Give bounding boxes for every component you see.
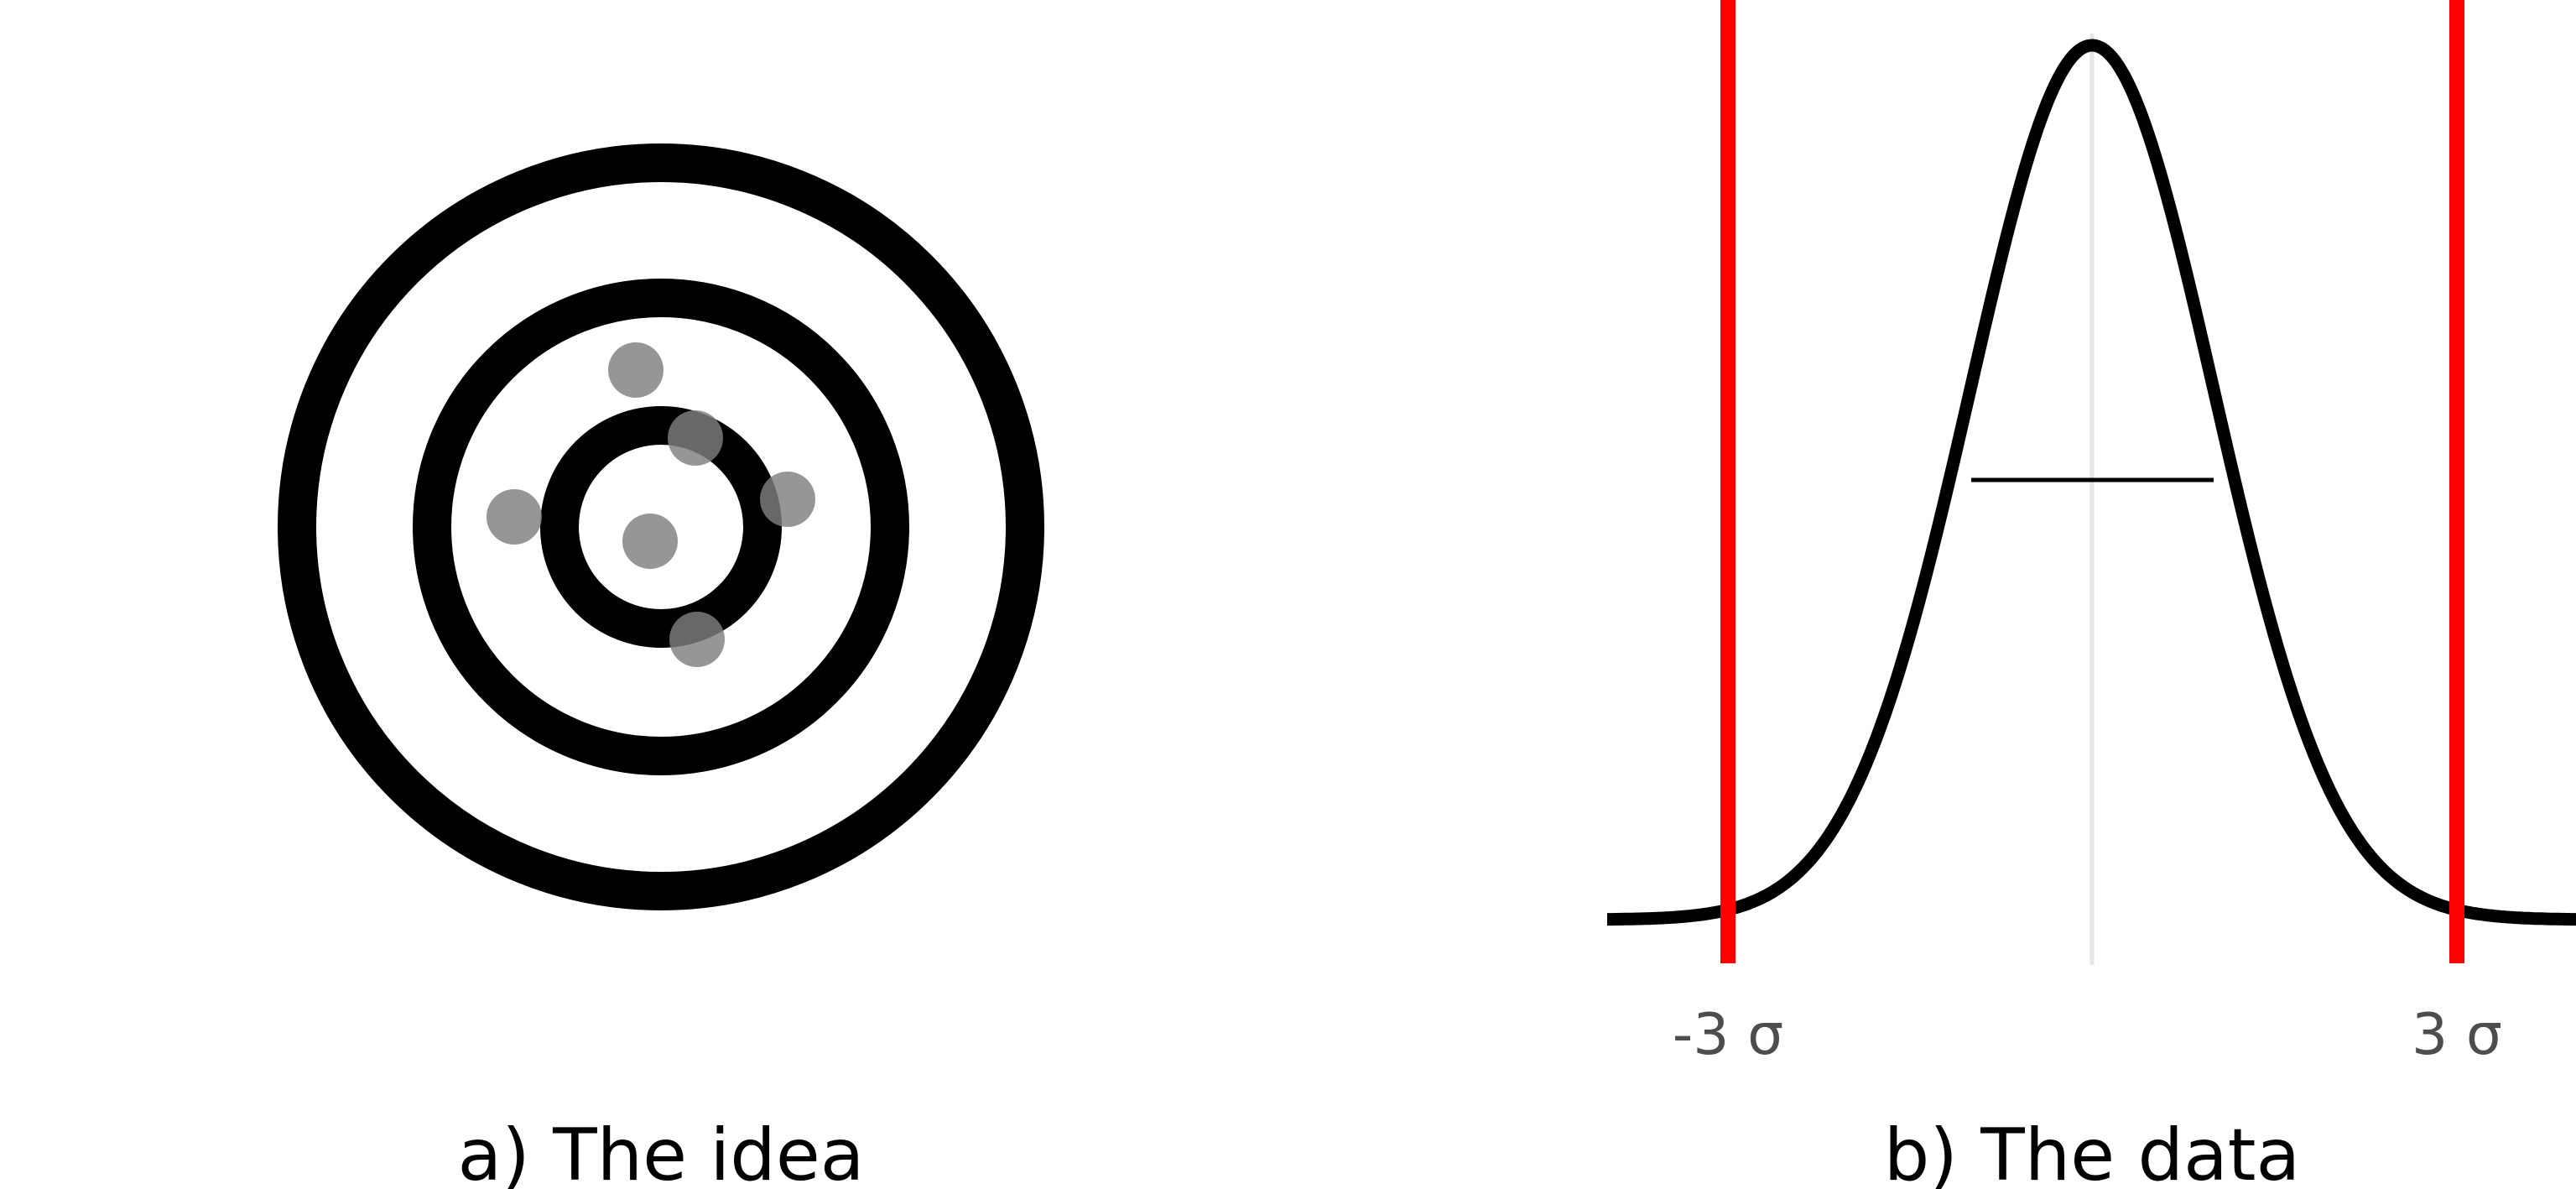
tick-label-minus-3-sigma: -3 σ (1673, 1002, 1784, 1068)
panel-a-caption: a) The idea (458, 1113, 865, 1189)
tick-label-plus-3-sigma: 3 σ (2412, 1002, 2502, 1068)
limit-line-plus-3-sigma (2449, 0, 2464, 963)
target-rings (278, 143, 1044, 910)
shot-mark (622, 514, 678, 569)
shot-mark (668, 410, 723, 466)
shot-mark (487, 489, 542, 545)
outer-ring (278, 143, 1044, 910)
shot-mark (669, 612, 725, 667)
shot-marks (487, 342, 815, 667)
panel-a-target: a) The idea (278, 143, 1044, 1189)
shot-mark (608, 342, 664, 398)
inner-ring (540, 406, 782, 648)
limit-line-minus-3-sigma (1720, 0, 1736, 963)
middle-ring (413, 279, 909, 775)
panel-b-chart: -3 σ 3 σ b) The data (1603, 0, 2576, 1189)
panel-b-caption: b) The data (1884, 1113, 2300, 1189)
shot-mark (760, 472, 815, 527)
distribution-curve (1603, 39, 2576, 926)
